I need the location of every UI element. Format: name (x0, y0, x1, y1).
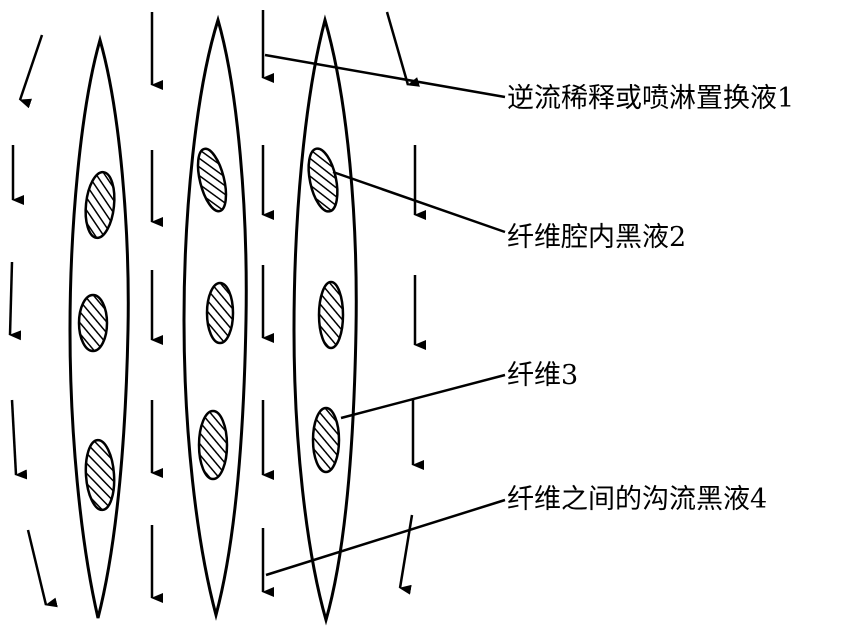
lumen-liquor (77, 293, 109, 353)
fiber-3 (292, 14, 358, 626)
lumen-liquor-group (77, 147, 345, 512)
label-1: 逆流稀释或喷淋置换液1 (507, 83, 794, 114)
leader-line-2 (332, 170, 506, 234)
flow-arrow (8, 261, 22, 341)
fiber-1 (68, 34, 130, 619)
flow-arrow (398, 514, 414, 595)
label-4: 纤维之间的沟流黑液4 (507, 484, 767, 515)
leader-line-4 (265, 498, 506, 577)
lumen-liquor (196, 147, 228, 213)
lumen-liquor (317, 280, 345, 350)
flow-arrow (10, 399, 28, 480)
label-2: 纤维腔内黑液2 (507, 222, 686, 253)
flow-arrows (8, 10, 426, 608)
lumen-liquor (84, 170, 116, 240)
leader-line-3 (340, 373, 506, 420)
leader-lines (264, 53, 506, 577)
flow-arrow (385, 11, 420, 87)
flow-arrow (18, 34, 44, 109)
flow-arrow (26, 529, 58, 608)
leader-line-1 (264, 53, 506, 99)
label-3: 纤维3 (507, 360, 578, 391)
fiber-2 (182, 14, 248, 621)
lumen-liquor (205, 281, 235, 345)
lumen-liquor (311, 406, 341, 474)
lumen-liquor (84, 438, 116, 512)
lumen-liquor (307, 147, 339, 213)
lumen-liquor (197, 409, 229, 481)
